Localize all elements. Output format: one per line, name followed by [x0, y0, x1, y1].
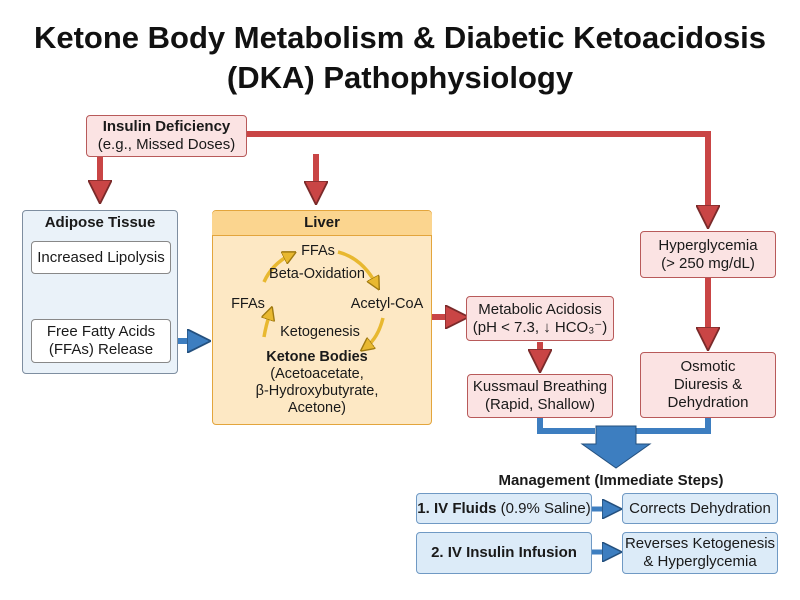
iv-fluids-detail: (0.9% Saline)	[496, 499, 591, 517]
iv-insulin-box: 2. IV Insulin Infusion	[416, 532, 592, 574]
reverses-ketogenesis-box: Reverses Ketogenesis & Hyperglycemia	[622, 532, 778, 574]
hyperglycemia-title: Hyperglycemia	[658, 236, 758, 254]
osmotic-diuresis-line-2: Diuresis &	[673, 376, 743, 393]
reverses-ketogenesis-line-1: Reverses Ketogenesis	[624, 535, 776, 552]
hyperglycemia-box: Hyperglycemia (> 250 mg/dL)	[640, 231, 776, 278]
kussmaul-breathing-detail: (Rapid, Shallow)	[484, 396, 596, 413]
converge-line-right	[636, 418, 711, 434]
increased-lipolysis-box: Increased Lipolysis	[31, 241, 171, 274]
ketone-bodies-title: Ketone Bodies	[266, 349, 368, 365]
increased-lipolysis-label: Increased Lipolysis	[37, 248, 165, 266]
osmotic-diuresis-box: Osmotic Diuresis & Dehydration	[640, 352, 776, 418]
liver-ffas-top: FFAs	[301, 243, 335, 259]
cycle-arrow-right	[366, 317, 385, 347]
metabolic-acidosis-criteria: (pH < 7.3, ↓ HCO₃⁻)	[472, 318, 608, 336]
metabolic-acidosis-box: Metabolic Acidosis (pH < 7.3, ↓ HCO₃⁻)	[466, 296, 614, 341]
osmotic-diuresis-line-1: Osmotic	[680, 358, 736, 375]
arrow-insulin-to-hyperglycemia	[247, 131, 708, 218]
iv-insulin-label: 2. IV Insulin Infusion	[431, 544, 577, 561]
liver-acetyl-coa: Acetyl-CoA	[350, 296, 424, 312]
ketone-bodies-line-2: β-Hydroxybutyrate,	[255, 383, 379, 399]
ketone-bodies-line-3: Acetone)	[287, 400, 347, 416]
liver-ketogenesis: Ketogenesis	[280, 324, 360, 340]
cycle-arrow-left	[262, 255, 290, 283]
liver-panel	[212, 210, 432, 425]
ffa-release-line-2: (FFAs) Release	[48, 341, 154, 358]
liver-header: Liver	[212, 211, 432, 236]
cycle-arrow-top	[337, 250, 376, 284]
title-line-1: Ketone Body Metabolism & Diabetic Ketoac…	[33, 20, 767, 55]
kussmaul-breathing-title: Kussmaul Breathing	[472, 378, 608, 395]
corrects-dehydration-box: Corrects Dehydration	[622, 493, 778, 524]
iv-fluids-label: 1. IV Fluids	[417, 499, 497, 517]
arrow-to-management	[580, 425, 652, 469]
reverses-ketogenesis-line-2: & Hyperglycemia	[643, 553, 757, 570]
ketone-bodies-line-1: (Acetoacetate,	[270, 366, 364, 382]
liver-ffas-left: FFAs	[231, 296, 265, 312]
osmotic-diuresis-line-3: Dehydration	[667, 394, 749, 411]
ffa-release-line-1: Free Fatty Acids	[46, 323, 156, 340]
converge-line-left	[537, 417, 595, 434]
metabolic-acidosis-title: Metabolic Acidosis	[478, 300, 602, 318]
hyperglycemia-threshold: (> 250 mg/dL)	[661, 254, 755, 272]
insulin-deficiency-example: (e.g., Missed Doses)	[97, 136, 236, 153]
management-title: Management (Immediate Steps)	[498, 472, 724, 489]
page-title: Ketone Body Metabolism & Diabetic Ketoac…	[0, 18, 800, 98]
liver-beta-oxidation: Beta-Oxidation	[269, 266, 365, 282]
cycle-arrow-bottom	[264, 313, 270, 338]
ffa-release-box: Free Fatty Acids (FFAs) Release	[31, 319, 171, 363]
iv-fluids-box: 1. IV Fluids (0.9% Saline)	[416, 493, 592, 524]
kussmaul-breathing-box: Kussmaul Breathing (Rapid, Shallow)	[467, 374, 613, 418]
corrects-dehydration-label: Corrects Dehydration	[629, 499, 771, 517]
insulin-deficiency-title: Insulin Deficiency	[102, 118, 231, 135]
title-line-2: (DKA) Pathophysiology	[226, 60, 574, 95]
adipose-tissue-header: Adipose Tissue	[44, 214, 156, 231]
insulin-deficiency-box: Insulin Deficiency (e.g., Missed Doses)	[86, 115, 247, 157]
